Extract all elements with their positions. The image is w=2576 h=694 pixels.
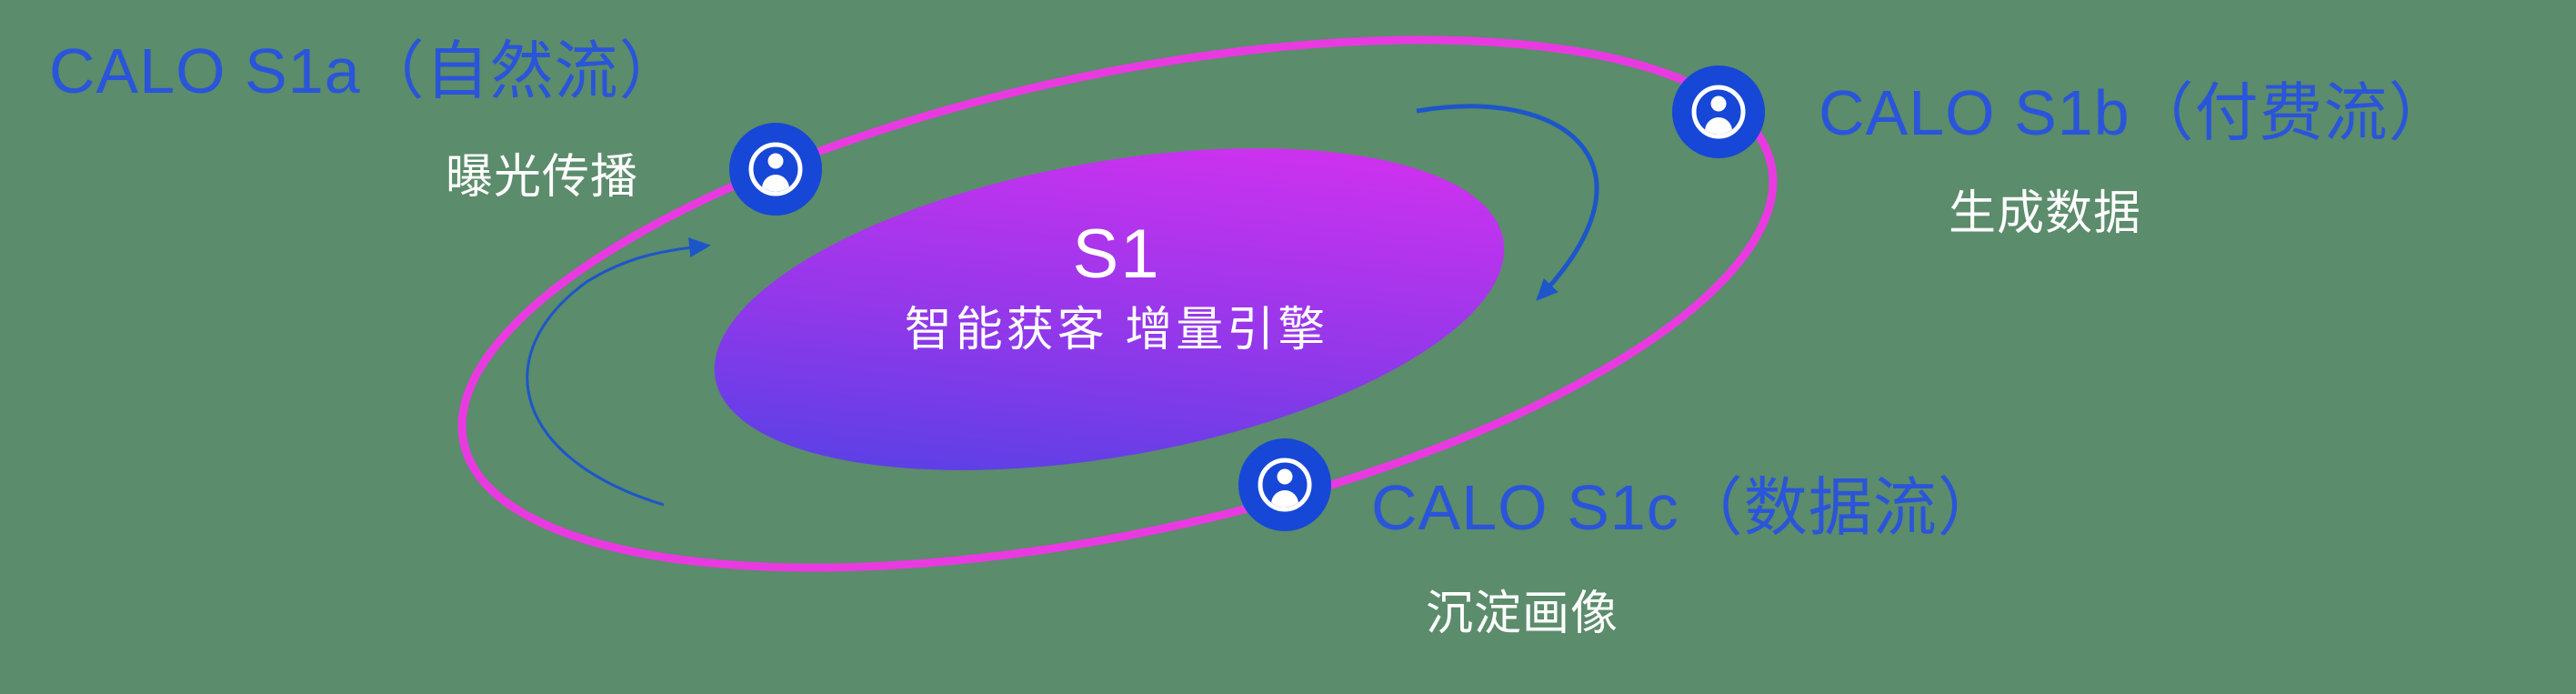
label-s1a: CALO S1a（自然流） [49, 35, 684, 106]
label-s1b: CALO S1b（付费流） [1819, 77, 2453, 148]
center-title: S1 [1072, 216, 1161, 293]
node-s1b-user-icon [1672, 65, 1765, 158]
flow-arrow-left-icon [526, 237, 711, 507]
label-s1c: CALO S1c（数据流） [1371, 472, 2002, 543]
flow-arrow-right-icon [1416, 104, 1599, 301]
orbit-ring [457, 35, 1778, 572]
sublabel-s1a: 曝光传播 [446, 151, 639, 204]
node-s1a-user-icon [729, 123, 822, 216]
node-s1c-user-icon [1238, 438, 1331, 531]
sublabel-s1c: 沉淀画像 [1426, 588, 1619, 640]
sublabel-s1b: 生成数据 [1949, 187, 2142, 240]
center-ellipse [714, 148, 1505, 470]
center-subtitle: 智能获客 增量引擎 [904, 304, 1329, 357]
